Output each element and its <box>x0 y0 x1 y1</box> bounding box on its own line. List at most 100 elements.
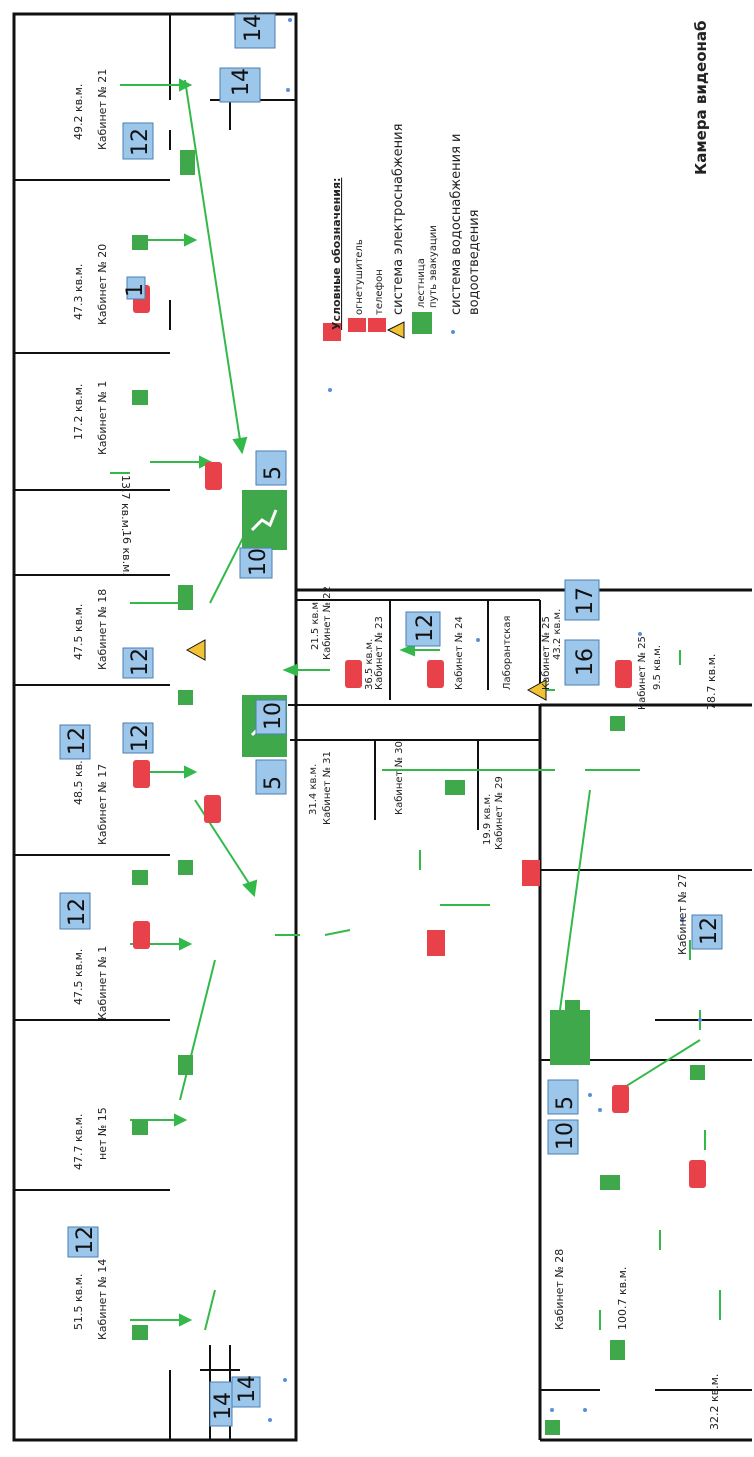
room-area-r18c: 13.7 кв.м. <box>119 475 132 531</box>
room-name-r17: Кабинет № 17 <box>96 764 109 845</box>
room-name-r19: Кабинет № 1 <box>96 381 109 455</box>
legend-water-2: водоотведения <box>467 210 482 316</box>
extinguisher-icon <box>612 1085 629 1113</box>
svg-text:10: 10 <box>553 1122 578 1150</box>
svg-text:14: 14 <box>211 1392 236 1420</box>
room-name-r14: Кабинет № 14 <box>96 1259 109 1340</box>
evacuation-arrows <box>110 78 721 1331</box>
room-name-lab: Лаборантская <box>502 616 513 690</box>
svg-text:12: 12 <box>65 727 90 755</box>
extinguisher-icon <box>133 921 150 949</box>
extinguisher-icon <box>205 462 222 490</box>
room-area-r29: 19.9 кв.м. <box>482 794 493 845</box>
marker: 12 <box>59 892 91 930</box>
svg-text:10: 10 <box>246 548 271 576</box>
stairs-icon <box>412 312 432 334</box>
svg-text:16: 16 <box>573 648 598 676</box>
svg-text:14: 14 <box>235 1375 260 1403</box>
svg-text:12: 12 <box>73 1226 98 1254</box>
room-name-r30: Кабинет № 30 <box>394 741 405 815</box>
room-name-r28: Кабинет № 28 <box>553 1249 566 1330</box>
legend-extinguisher: огнетушитель <box>354 239 365 315</box>
marker: 14 <box>234 13 276 49</box>
marker: 10 <box>255 699 287 735</box>
svg-text:14: 14 <box>241 14 266 42</box>
room-labels: 51.5 кв.м. Кабинет № 14 47.7 кв.м. нет №… <box>72 69 721 1430</box>
marker: 10 <box>547 1119 579 1155</box>
marker: 12 <box>122 122 154 160</box>
room-area-r15: 47.7 кв.м. <box>72 1114 85 1170</box>
room-area-r23: 36.5 кв.м. <box>364 639 375 690</box>
electric-warning-icon <box>526 679 547 701</box>
phone-icon <box>427 930 445 956</box>
extinguisher-icon <box>133 760 150 788</box>
room-name-r24: Кабинет № 24 <box>454 616 465 690</box>
room-area-r25b: 9.5 кв.м. <box>652 645 663 690</box>
svg-text:17: 17 <box>573 587 598 615</box>
room-name-r31: Кабинет № 31 <box>322 751 333 825</box>
legend-phone: телефон <box>374 269 385 315</box>
svg-text:12: 12 <box>65 898 90 926</box>
svg-text:12: 12 <box>128 128 153 156</box>
room-area-r22: 21.5 кв.м. <box>310 599 321 650</box>
room-name-r27: Кабинет № 27 <box>676 874 689 955</box>
svg-text:12: 12 <box>697 917 722 945</box>
electric-warnings <box>185 639 547 701</box>
room-name-r21: Кабинет № 21 <box>96 69 109 150</box>
number-markers: 14 12 1 5 10 12 12 12 12 5 10 14 14 14 1… <box>59 13 723 1427</box>
room-area-r31: 31.4 кв.м. <box>308 764 319 815</box>
room-area-corner: 32.2 кв.м. <box>708 1374 721 1430</box>
room-area-r18b: 16 кв.м. <box>120 530 133 576</box>
extinguisher-icon <box>427 660 444 688</box>
legend-stairs: лестница <box>416 258 427 308</box>
marker: 12 <box>59 724 91 760</box>
room-name-r29: Кабинет № 29 <box>494 776 505 850</box>
electric-warning-icon <box>185 639 206 661</box>
extinguisher-icon <box>345 660 362 688</box>
green-markers <box>132 150 705 1435</box>
stairs <box>242 490 590 1065</box>
svg-text:5: 5 <box>261 776 286 790</box>
legend-evacuation: путь эвакуации <box>428 225 439 308</box>
svg-text:5: 5 <box>553 1096 578 1110</box>
marker: 12 <box>122 647 154 679</box>
room-area-r16: 47.5 кв.м. <box>72 949 85 1005</box>
outer-walls <box>12 12 752 1442</box>
svg-text:5: 5 <box>261 466 286 480</box>
electric-warning-icon <box>386 321 405 339</box>
svg-text:1: 1 <box>123 283 148 297</box>
svg-text:14: 14 <box>229 68 254 96</box>
extinguishers <box>133 285 706 1188</box>
marker: 12 <box>67 1226 99 1258</box>
extinguisher-icon <box>615 660 632 688</box>
room-area-r28: 100.7 кв.м. <box>616 1267 629 1330</box>
phone-icon <box>522 860 540 886</box>
extinguisher-icon <box>689 1160 706 1188</box>
legend-title: Условные обозначения: <box>330 178 343 330</box>
marker: 5 <box>255 759 287 795</box>
water-icon <box>451 330 455 334</box>
stairs-icon <box>550 1010 590 1065</box>
room-area-r18: 47.5 кв.м. <box>72 604 85 660</box>
room-name-r22: Кабинет № 22 <box>322 586 333 660</box>
marker: 12 <box>405 611 441 647</box>
room-name-r25b: Кабинет № 25 <box>637 636 648 710</box>
phones <box>323 323 540 956</box>
marker: 14 <box>209 1381 236 1427</box>
room-area-r21: 49.2 кв.м. <box>72 84 85 140</box>
room-area-r26: 78.7 кв.м. <box>705 654 718 710</box>
marker: 14 <box>231 1375 261 1408</box>
marker: 5 <box>255 450 287 486</box>
svg-text:12: 12 <box>128 724 153 752</box>
extinguisher-icon <box>204 795 221 823</box>
water-dots <box>268 18 702 1422</box>
marker: 14 <box>219 67 261 103</box>
svg-text:10: 10 <box>261 702 286 730</box>
legend-electric: система электроснабжения <box>391 124 406 315</box>
room-name-r20: Кабинет № 20 <box>96 244 109 325</box>
room-name-r25: Кабинет № 25 <box>541 616 552 690</box>
room-area-r17: 48.5 кв.м. <box>72 749 85 805</box>
phone-icon <box>368 318 386 332</box>
legend: Условные обозначения: огнетушитель телеф… <box>330 124 482 339</box>
